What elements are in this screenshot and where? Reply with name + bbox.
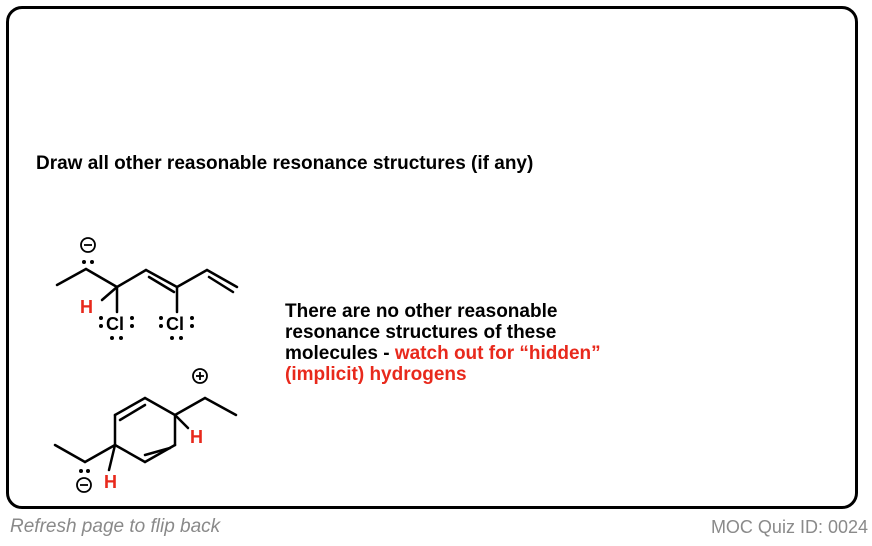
hydrogen-atom: H bbox=[104, 472, 117, 492]
lone-pair bbox=[82, 260, 94, 264]
answer-line: There are no other reasonable bbox=[285, 301, 558, 322]
bond bbox=[205, 268, 239, 289]
double-bond-inner bbox=[147, 275, 176, 294]
hydrogen-atom: H bbox=[190, 427, 203, 447]
bond bbox=[144, 268, 179, 289]
quiz-id: MOC Quiz ID: 0024 bbox=[710, 517, 868, 537]
bond bbox=[203, 396, 238, 417]
bond bbox=[115, 268, 148, 289]
negative-charge-2 bbox=[76, 477, 92, 493]
lone-pairs-cl1 bbox=[99, 316, 134, 340]
negative-charge-1 bbox=[80, 237, 96, 253]
bond bbox=[84, 267, 119, 289]
positive-charge bbox=[192, 368, 208, 384]
bond bbox=[175, 268, 209, 289]
bond bbox=[173, 396, 207, 417]
bond-h bbox=[107, 443, 117, 472]
bond bbox=[143, 396, 177, 417]
refresh-hint: Refresh page to flip back bbox=[10, 516, 221, 537]
quiz-card[interactable] bbox=[6, 6, 858, 509]
hydrogen-atom: H bbox=[80, 297, 93, 317]
bond-h bbox=[100, 285, 119, 302]
bond bbox=[53, 443, 87, 464]
double-bond-inner bbox=[118, 403, 147, 422]
molecule-2 bbox=[53, 396, 238, 472]
molecule-1 bbox=[55, 267, 239, 314]
answer-highlight: watch out for “hidden” bbox=[394, 343, 601, 364]
answer-text: There are no other reasonable resonance … bbox=[285, 301, 665, 385]
bond bbox=[113, 396, 147, 417]
lone-pair bbox=[79, 469, 90, 473]
chlorine-atom: Cl bbox=[106, 314, 124, 334]
answer-line: resonance structures of these bbox=[285, 322, 557, 343]
bond-h bbox=[173, 413, 190, 430]
bond bbox=[83, 443, 117, 464]
question-prompt: Draw all other reasonable resonance stru… bbox=[36, 153, 534, 174]
bond bbox=[113, 443, 147, 464]
lone-pairs-cl2 bbox=[159, 316, 194, 340]
answer-line: molecules - watch out for “hidden” bbox=[285, 343, 665, 364]
bond bbox=[55, 267, 88, 287]
double-bond-inner bbox=[207, 275, 235, 294]
answer-plain: molecules - bbox=[285, 343, 395, 364]
chlorine-atom: Cl bbox=[166, 314, 184, 334]
double-bond-inner bbox=[143, 446, 172, 457]
answer-highlight: (implicit) hydrogens bbox=[285, 364, 467, 385]
